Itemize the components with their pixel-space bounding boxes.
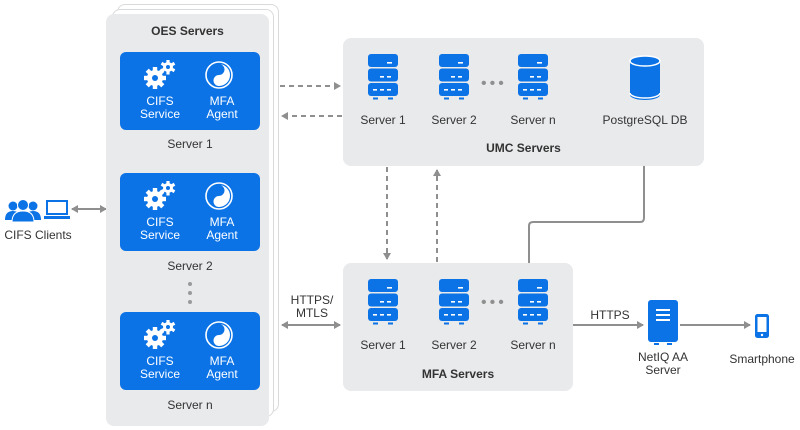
- server-rack-icon: [368, 279, 398, 325]
- db-mfa-connector: [528, 165, 645, 263]
- mfa-server-icon-wrap: [438, 279, 470, 332]
- server-rack-icon: [368, 54, 398, 100]
- oes-ellipsis: [188, 282, 192, 304]
- gears-icon: [144, 180, 176, 210]
- mfa-server-label: Server n: [510, 338, 556, 352]
- mfa-server-label: Server 1: [360, 338, 406, 352]
- https-label: HTTPS: [590, 308, 630, 322]
- umc-server-icon-wrap: [517, 54, 549, 107]
- cifs-clients: CIFS Clients: [2, 196, 74, 246]
- https-mtls-line2: MTLS: [295, 306, 328, 320]
- server-rack-icon: [518, 279, 548, 325]
- mfa-servers-title: MFA Servers: [421, 367, 495, 381]
- smartphone-icon: [755, 314, 769, 338]
- netiq-aa-server-label: NetIQ AA Server: [620, 351, 706, 377]
- users-icon: [5, 199, 41, 222]
- mfa-server-icon-wrap: [367, 279, 399, 332]
- umc-server-icon-wrap: [438, 54, 470, 107]
- yin-yang-icon: [205, 321, 233, 349]
- server-rack-icon: [518, 54, 548, 100]
- database-icon: [629, 55, 661, 100]
- mfa-ellipsis: •••: [481, 294, 507, 311]
- umc-servers-title: UMC Servers: [486, 141, 561, 155]
- umc-server-label: Server 1: [360, 113, 406, 127]
- gears-icon: [144, 59, 176, 89]
- mfa-server-icon-wrap: [517, 279, 549, 332]
- smartphone-label: Smartphone: [729, 352, 795, 366]
- umc-server-label: Server n: [510, 113, 556, 127]
- server-rack-icon: [439, 54, 469, 100]
- https-mtls-line1: HTTPS/: [290, 293, 334, 307]
- oes-servers-title: OES Servers: [151, 24, 224, 38]
- mfa-server-label: Server 2: [431, 338, 477, 352]
- netiq-line1: NetIQ AA: [637, 350, 689, 364]
- cifs-clients-label: CIFS Clients: [4, 228, 72, 242]
- https-mtls-label: HTTPS/ MTLS: [284, 294, 340, 320]
- postgresql-db-label: PostgreSQL DB: [602, 113, 688, 127]
- umc-ellipsis: •••: [481, 75, 507, 92]
- gears-icon: [144, 319, 176, 349]
- yin-yang-icon: [205, 61, 233, 89]
- oes-server-name: Server 1: [167, 137, 213, 151]
- oes-server-name: Server 2: [167, 259, 213, 273]
- yin-yang-icon: [205, 182, 233, 210]
- umc-server-label: Server 2: [431, 113, 477, 127]
- laptop-icon: [44, 200, 70, 219]
- oes-server-name: Server n: [167, 398, 213, 412]
- netiq-server-icon: [648, 300, 678, 345]
- server-rack-icon: [439, 279, 469, 325]
- umc-server-icon-wrap: [367, 54, 399, 107]
- netiq-line2: Server: [645, 363, 681, 377]
